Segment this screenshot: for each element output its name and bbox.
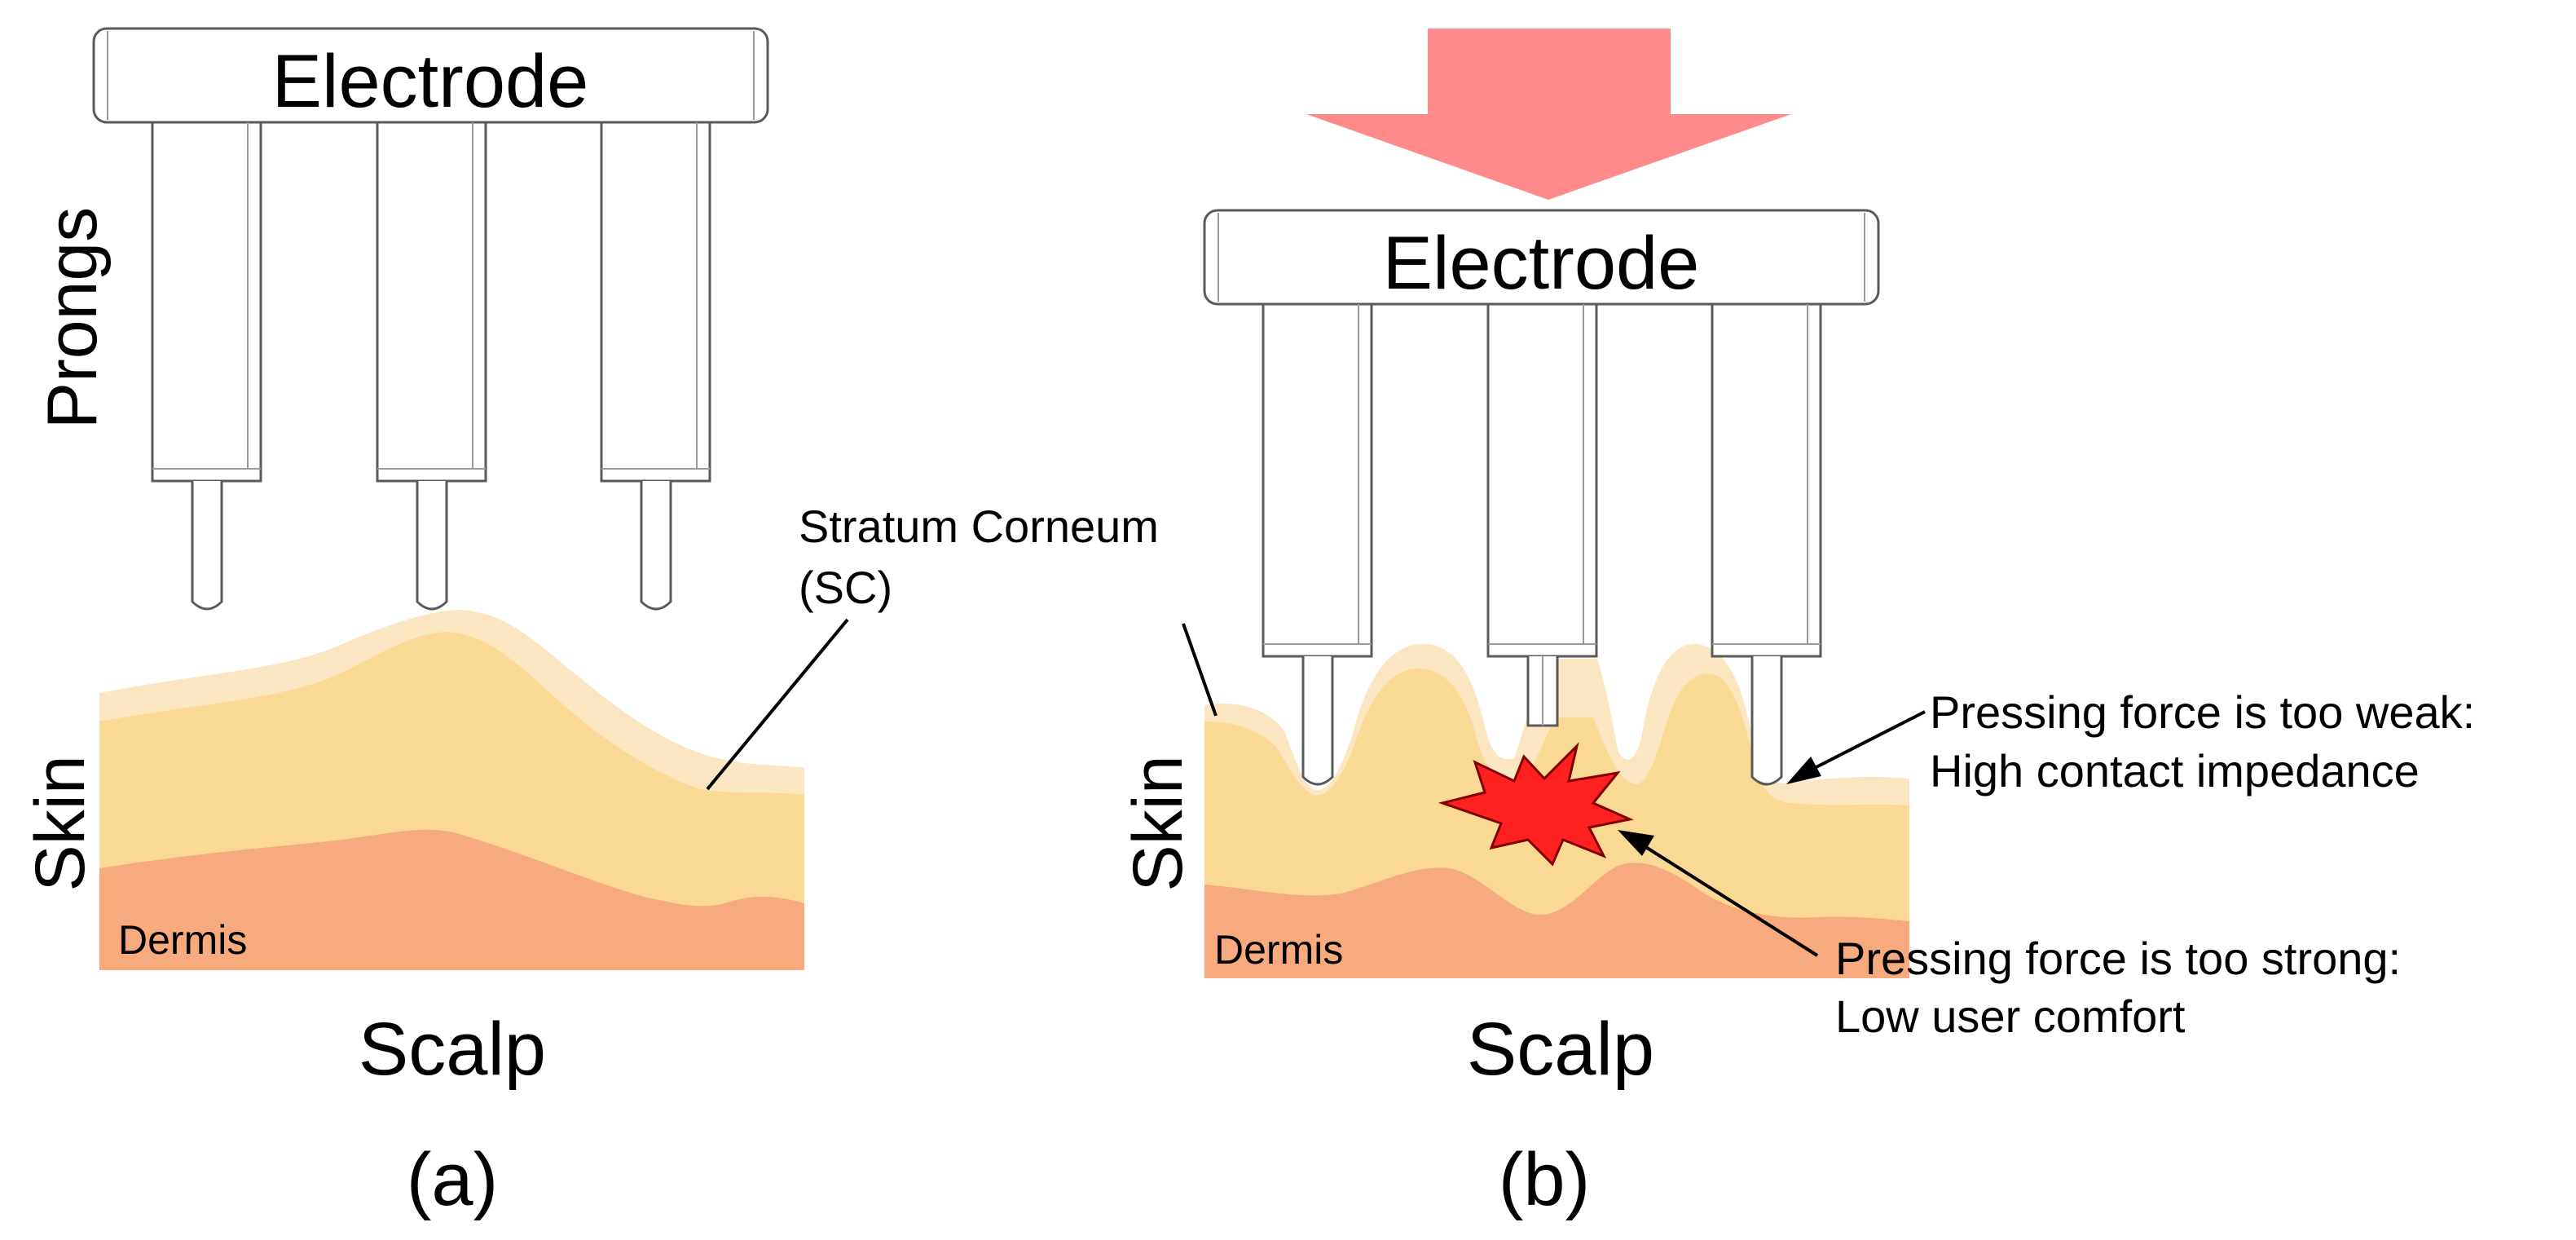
panel-a: Electrode [21, 27, 1159, 1221]
pressing-force-arrow [1306, 29, 1791, 200]
scalp-label-a: Scalp [359, 1008, 546, 1091]
scalp-label-b: Scalp [1467, 1008, 1654, 1091]
skin-label-a: Skin [21, 755, 99, 891]
dermis-label-a: Dermis [118, 917, 247, 963]
weak-force-label-line2: High contact impedance [1930, 745, 2420, 797]
strong-force-label-line2: Low user comfort [1835, 991, 2186, 1042]
electrode-label-b: Electrode [1383, 222, 1700, 305]
weak-force-label-line1: Pressing force is too weak: [1930, 686, 2475, 738]
dermis-layer-a [99, 829, 804, 970]
prong-b-2 [1486, 302, 1598, 727]
stratum-corneum-label: Stratum Corneum [799, 501, 1159, 552]
dermis-label-b: Dermis [1214, 927, 1343, 973]
stratum-corneum-leader-a [706, 618, 849, 791]
strong-force-arrow [1618, 830, 1819, 957]
prong-b-1 [1262, 302, 1373, 786]
dermis-layer-b [1204, 863, 1909, 978]
prong-b-3 [1711, 302, 1822, 786]
strong-force-label-line1: Pressing force is too strong: [1835, 933, 2401, 984]
prong-a-3 [600, 121, 711, 611]
prongs-b [1262, 302, 1822, 786]
weak-force-arrow [1786, 710, 1926, 784]
prong-a-2 [376, 121, 487, 611]
panel-b: Electrode [1119, 29, 2475, 1221]
electrode-a: Electrode [92, 27, 769, 124]
stratum-corneum-abbrev-label: (SC) [799, 562, 892, 613]
prongs-a [151, 121, 711, 611]
pain-burst-icon [1438, 742, 1634, 867]
prongs-label: Prongs [33, 207, 112, 430]
skin-layers-a [99, 610, 804, 970]
prong-a-1 [151, 121, 262, 611]
caption-a: (a) [407, 1138, 498, 1221]
skin-label-b: Skin [1119, 755, 1197, 891]
electrode-label-a: Electrode [272, 40, 589, 123]
caption-b: (b) [1499, 1138, 1590, 1221]
stratum-corneum-leader-b [1182, 623, 1218, 717]
electrode-b: Electrode [1203, 209, 1880, 306]
